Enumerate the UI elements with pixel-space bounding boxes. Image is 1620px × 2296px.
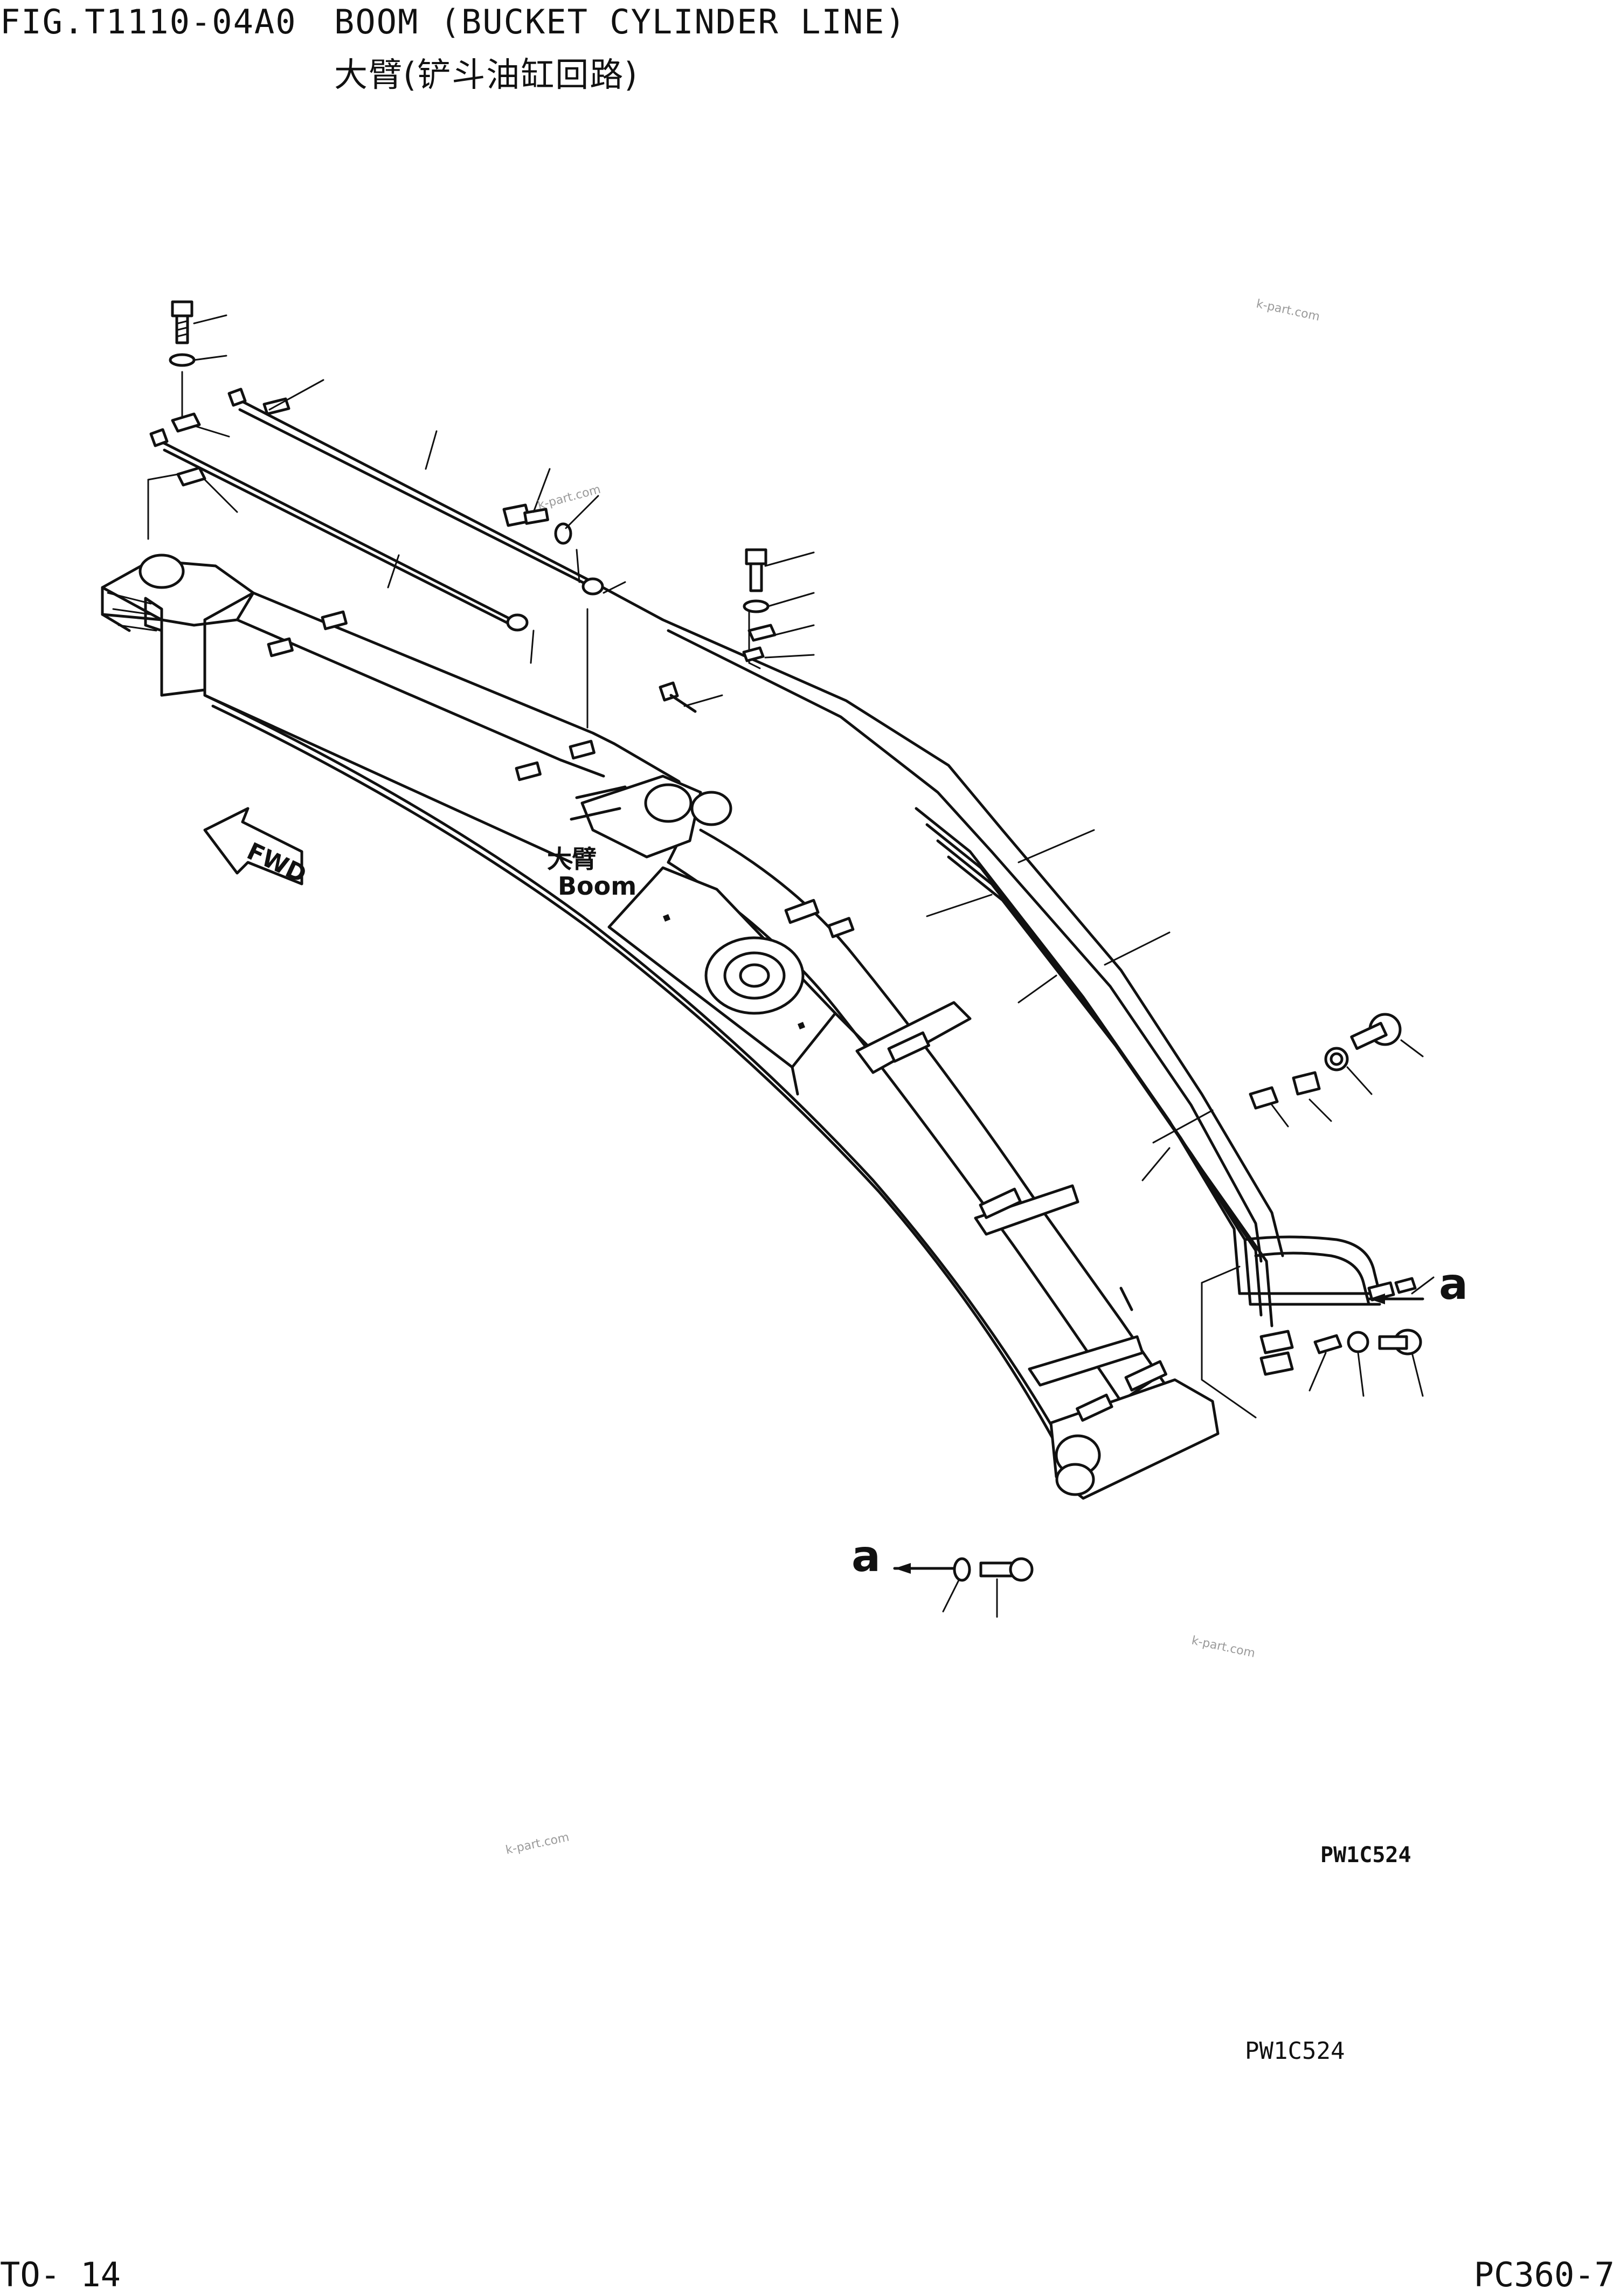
- detail-mark-a-lower: a: [851, 1531, 881, 1581]
- watermark: k-part.com: [1255, 297, 1321, 323]
- drawing-code-bold: PW1C524: [1320, 1843, 1411, 1868]
- detail-mark-a-right: a: [1439, 1259, 1468, 1309]
- leader-lines: [193, 314, 1435, 1618]
- hydraulic-lines: [147, 397, 1381, 1419]
- drawing-code-plain: PW1C524: [1245, 2037, 1345, 2065]
- watermark: k-part.com: [1190, 1634, 1256, 1660]
- hardware: [149, 300, 1424, 1582]
- fwd-arrow: FWD: [203, 807, 310, 889]
- figure-title-english: BOOM (BUCKET CYLINDER LINE): [334, 2, 906, 42]
- figure-number: FIG.T1110-04A0: [0, 2, 297, 42]
- watermark: k-part.com: [504, 1831, 570, 1857]
- watermark: k-part.com: [536, 483, 602, 513]
- boom-label-chinese: 大臂: [547, 845, 597, 874]
- boom-structure: [101, 554, 1220, 1500]
- boom-label-english: Boom: [558, 872, 636, 901]
- machine-model: PC360-7: [1473, 2255, 1615, 2294]
- figure-title-chinese: 大臂(铲斗油缸回路): [334, 55, 639, 94]
- page-reference: TO- 14: [0, 2255, 121, 2294]
